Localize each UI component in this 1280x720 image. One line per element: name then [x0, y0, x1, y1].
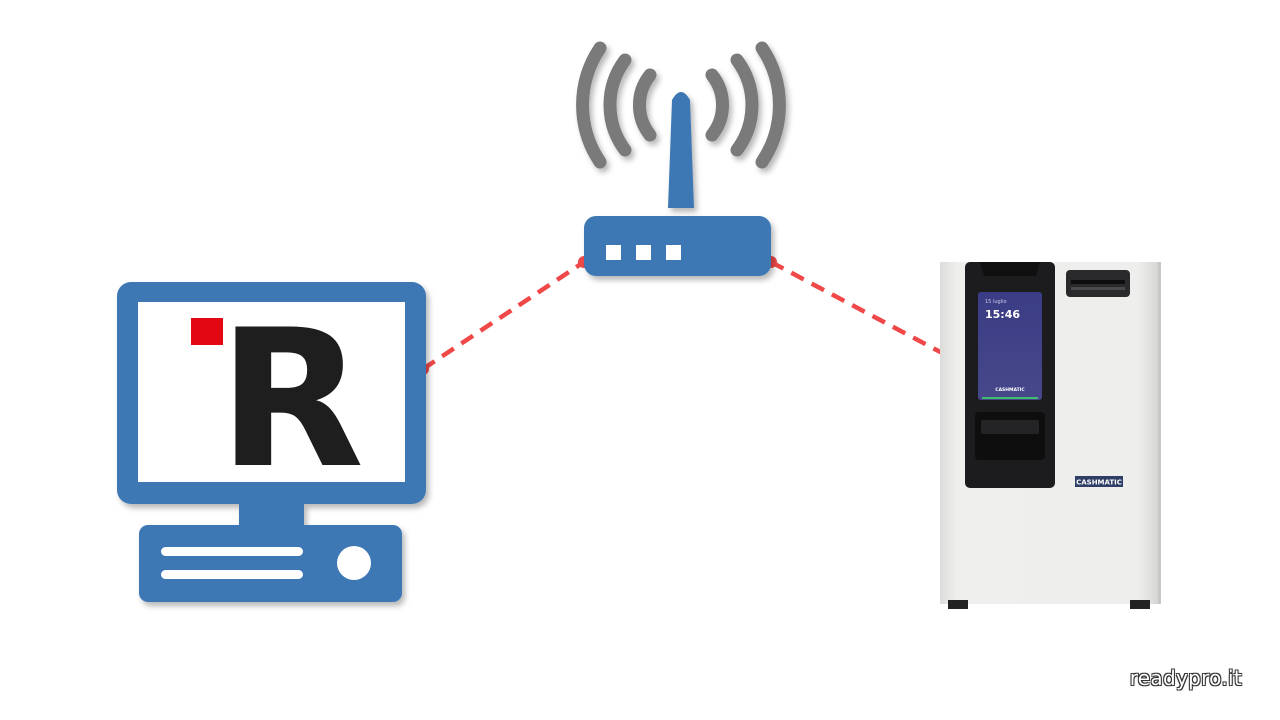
kiosk-touchscreen	[978, 292, 1042, 400]
monitor-screen	[138, 302, 405, 482]
router-led	[666, 245, 681, 260]
link-router-kiosk	[765, 256, 952, 361]
kiosk-brand-plate	[1075, 476, 1123, 487]
computer-case	[139, 525, 402, 602]
banknote-slot	[980, 262, 1040, 276]
router-antenna	[668, 92, 694, 208]
power-button-icon	[337, 546, 371, 580]
logo-red-square	[191, 318, 223, 345]
kiosk-foot	[1130, 600, 1150, 609]
logo-letter: R	[218, 289, 364, 510]
screen-brand: CASHMATIC	[995, 387, 1025, 393]
router-led	[606, 245, 621, 260]
drive-slot	[161, 547, 303, 556]
screen-date: 15 luglio	[985, 299, 1007, 305]
kiosk-brand-label: CASHMATIC	[1076, 479, 1122, 487]
screen-time: 15:46	[985, 308, 1020, 321]
router-led	[636, 245, 651, 260]
link-computer-router	[417, 256, 590, 375]
kiosk-foot	[948, 600, 968, 609]
cash-payment-kiosk-icon: 15 luglio 15:46 CASHMATIC CASHMATIC	[940, 262, 1161, 609]
drive-slot	[161, 570, 303, 579]
screen-status-bar	[982, 397, 1038, 399]
coin-tray	[975, 412, 1045, 460]
router-icon	[576, 41, 786, 276]
watermark: readypro.it	[1129, 666, 1242, 690]
wifi-signal-icon	[576, 41, 786, 169]
readypro-logo: R	[191, 289, 364, 510]
